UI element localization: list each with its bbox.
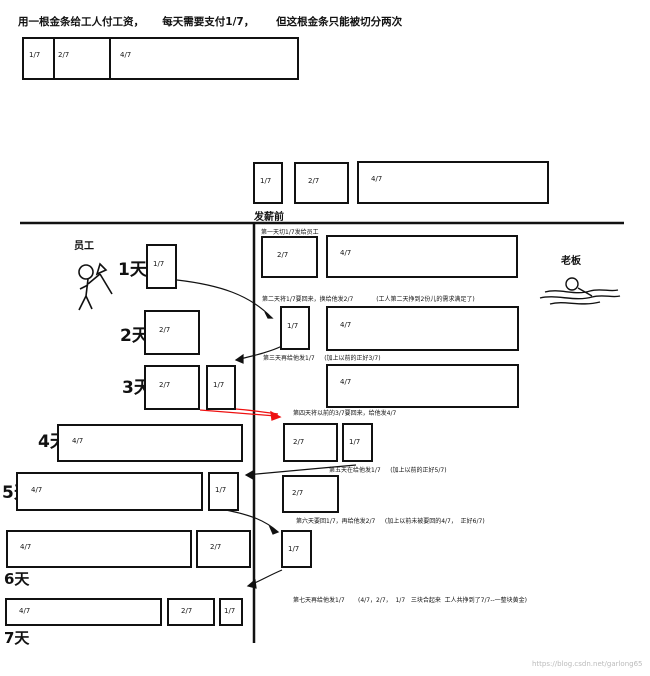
day6-worker-4-7: 4/7 — [6, 530, 192, 568]
day4-boss-2-7: 2/7 — [283, 423, 338, 462]
day5-worker-4-7: 4/7 — [16, 472, 203, 511]
day1-boss-2-7: 2/7 — [261, 236, 318, 278]
day2-note: 第二天将1/7要回来，换给他发2/7 (工人第二天挣到2份儿的需求满足了) — [262, 296, 475, 303]
worker-label: 员工 — [74, 241, 94, 252]
boss-label: 老板 — [561, 256, 581, 267]
day7-worker-1-7: 1/7 — [219, 598, 243, 626]
page-title: 用一根金条给工人付工资， 每天需要支付1/7， 但这根金条只能被切分两次 — [18, 16, 403, 28]
day4-note: 第四天将以前的3/7要回来，给他发4/7 — [293, 410, 397, 417]
piece-before-1-7: 1/7 — [253, 162, 283, 204]
worker-figure-icon — [78, 262, 113, 311]
bar-segment-1-7: 1/7 — [24, 39, 55, 78]
gold-bar-whole: 1/7 2/7 4/7 — [22, 37, 299, 80]
day3-worker-1-7: 1/7 — [206, 365, 236, 410]
day3-note: 第三天再给他发1/7 (加上以前的正好3/7) — [263, 355, 381, 362]
day6-boss-1-7: 1/7 — [281, 530, 312, 568]
day4-boss-1-7: 1/7 — [342, 423, 373, 462]
day-6-label: 6天 — [4, 570, 30, 588]
day2-boss-1-7: 1/7 — [280, 306, 310, 350]
day2-boss-4-7: 4/7 — [326, 306, 519, 351]
day1-boss-4-7: 4/7 — [326, 235, 518, 278]
red-arrows — [199, 408, 282, 421]
day1-note: 第一天切1/7发给员工 — [261, 229, 319, 236]
before-pay-label: 发薪前 — [254, 212, 284, 223]
day6-note: 第六天要回1/7，再给他发2/7 (加上以前未被要回的4/7， 正好6/7) — [296, 518, 485, 525]
piece-before-2-7: 2/7 — [294, 162, 349, 204]
day5-boss-2-7: 2/7 — [282, 475, 339, 513]
day7-worker-4-7: 4/7 — [5, 598, 162, 626]
day-2-label: 2天 — [120, 326, 149, 346]
day5-worker-1-7: 1/7 — [208, 472, 239, 511]
day2-worker-2-7: 2/7 — [144, 310, 200, 355]
bar-segment-2-7: 2/7 — [53, 39, 111, 78]
day7-worker-2-7: 2/7 — [167, 598, 215, 626]
day4-worker-4-7: 4/7 — [57, 424, 243, 462]
piece-before-4-7: 4/7 — [357, 161, 549, 204]
day7-note: 第七天再给他发1/7 (4/7，2/7， 1/7 三块合起来 工人共挣到了7/7… — [293, 597, 527, 604]
day1-worker-1-7: 1/7 — [146, 244, 177, 289]
arrow-day5-to-day6 — [225, 509, 279, 533]
arrow-day4-to-day5 — [245, 464, 357, 476]
day6-worker-2-7: 2/7 — [196, 530, 251, 568]
boss-figure-icon — [539, 277, 621, 305]
day-3-label: 3天 — [122, 378, 151, 398]
watermark: https://blog.csdn.net/garlong65 — [532, 660, 643, 668]
day3-boss-4-7: 4/7 — [326, 364, 519, 408]
day5-note: 第五天在给他发1/7 (加上以前的正好5/7) — [329, 467, 447, 474]
day3-worker-2-7: 2/7 — [144, 365, 200, 410]
day-1-label: 1天 — [118, 260, 147, 280]
arrow-day1-to-day2 — [176, 279, 273, 319]
day-7-label: 7天 — [4, 629, 30, 647]
